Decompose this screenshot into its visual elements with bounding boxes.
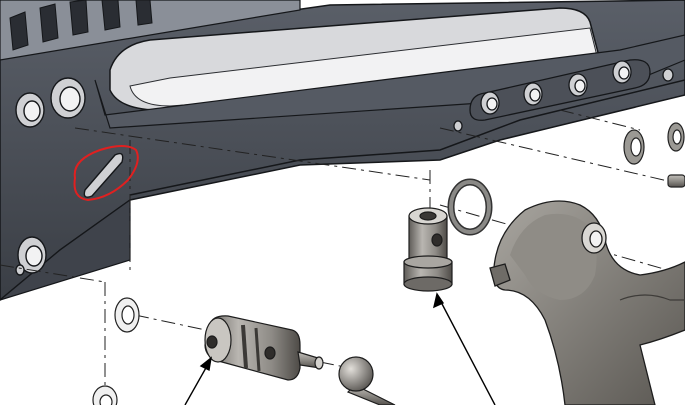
right-washers bbox=[623, 122, 685, 188]
flat-washer bbox=[92, 297, 140, 405]
flanged-bushing bbox=[403, 207, 453, 292]
receiver-frame bbox=[0, 0, 685, 301]
frame-holes-right bbox=[453, 59, 674, 132]
angled-slot bbox=[83, 152, 124, 198]
slot-callout bbox=[73, 145, 139, 202]
leader-arrows bbox=[184, 292, 496, 405]
frame-holes-left bbox=[15, 77, 86, 276]
lever-arm bbox=[489, 200, 685, 405]
o-ring bbox=[447, 178, 493, 236]
top-rail-ribs bbox=[9, 0, 153, 51]
grooved-pin bbox=[204, 315, 324, 381]
ball-end-link bbox=[338, 356, 396, 405]
